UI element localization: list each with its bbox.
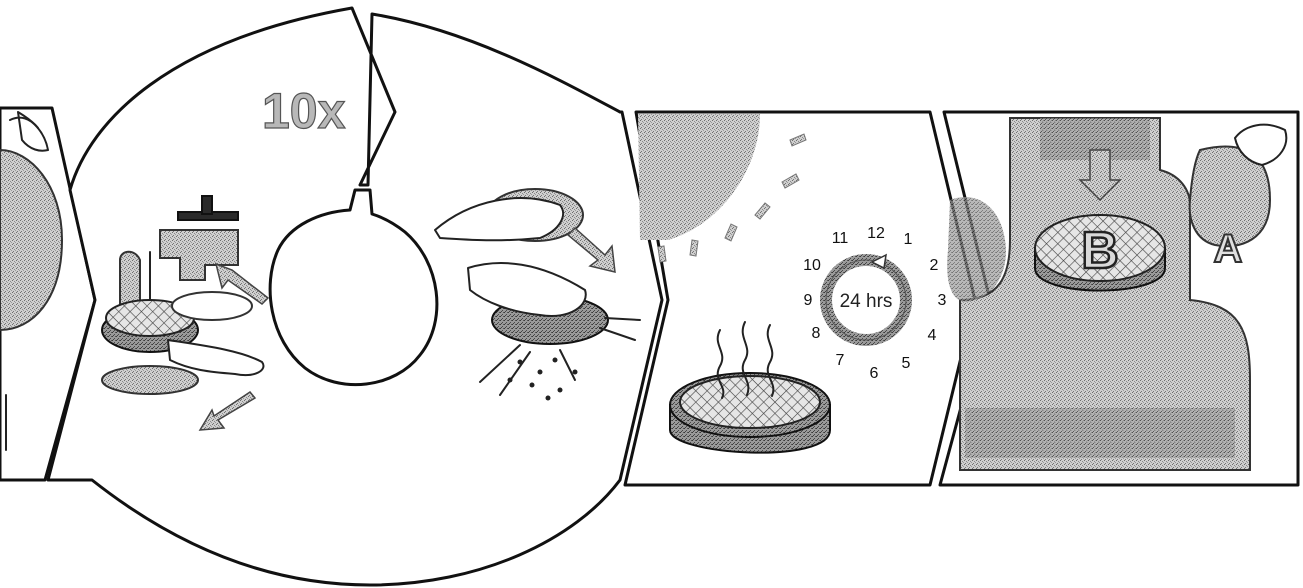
panel-dry-filter: 24 hrs 12 1 2 3 4 5 6 7 8 9 10 11 [625, 112, 975, 485]
clock-number: 4 [928, 327, 937, 344]
panel-refit-filter: B A [940, 112, 1298, 485]
clock-number: 2 [930, 257, 939, 274]
filter-a-label: A [1214, 227, 1243, 271]
clock-number: 8 [812, 325, 821, 342]
clock-number: 12 [867, 225, 885, 242]
clock-number: 6 [870, 365, 879, 382]
panel-wash-filter: 10x [48, 8, 662, 585]
clock-number: 7 [836, 352, 845, 369]
clock-duration-label: 24 hrs [840, 291, 893, 312]
clock-number: 9 [804, 292, 813, 309]
clock-number: 10 [803, 257, 821, 274]
clock-number: 1 [904, 231, 913, 248]
clock-number: 3 [938, 292, 947, 309]
filter-b-icon: B [1035, 215, 1165, 291]
clock-number: 5 [902, 355, 911, 372]
filter-b-label: B [1081, 222, 1119, 280]
clock-number: 11 [832, 230, 849, 247]
repeat-count: 10x [262, 83, 346, 139]
